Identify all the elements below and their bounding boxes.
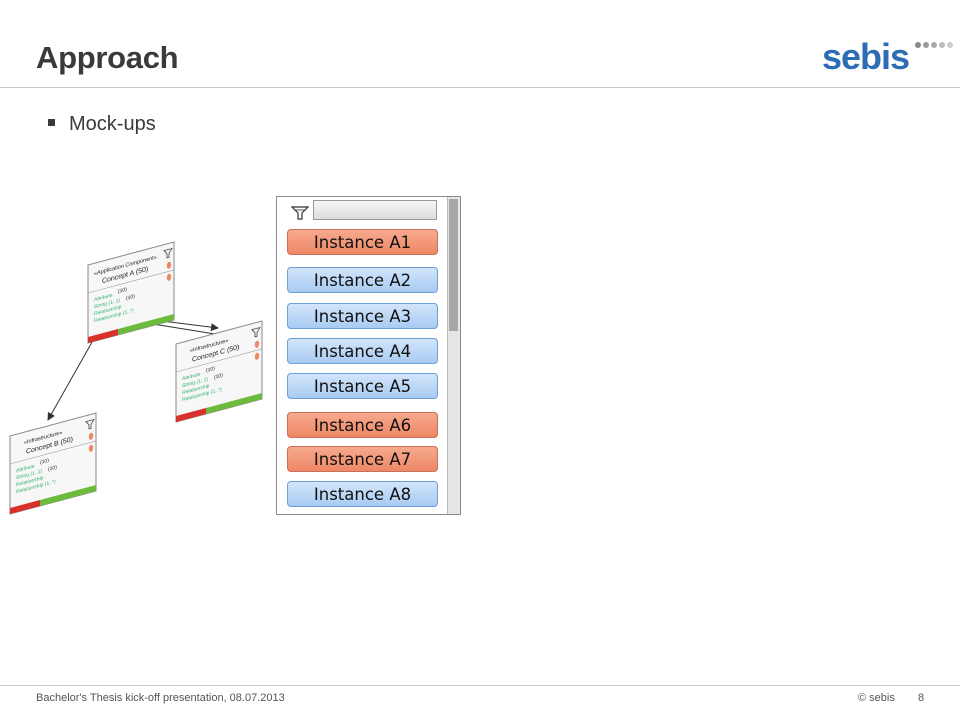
concept-attr: Attribute [16, 463, 35, 474]
concept-attr-count: (10) [48, 464, 57, 472]
sebis-logo: sebis [822, 36, 953, 78]
bullet-item: Mock-ups [48, 113, 156, 136]
logo-dots-icon [915, 42, 953, 48]
instance-item-a7[interactable]: Instance A7 [287, 446, 438, 472]
panel-scrollbar[interactable] [447, 197, 460, 514]
footer-presentation: Bachelor's Thesis kick-off presentation,… [36, 692, 285, 704]
instance-item-a8[interactable]: Instance A8 [287, 481, 438, 507]
concept-warning-icon [88, 444, 94, 452]
concept-card-c[interactable]: «Infrastructure» Concept C (50) Attribut… [175, 320, 263, 423]
instance-item-a5[interactable]: Instance A5 [287, 373, 438, 399]
concept-filter-icon[interactable] [85, 418, 95, 430]
concept-attr-count: (10) [40, 458, 49, 466]
instance-item-a4[interactable]: Instance A4 [287, 338, 438, 364]
concept-warning-icon [166, 273, 172, 281]
instance-item-a1[interactable]: Instance A1 [287, 229, 438, 255]
concept-attr-count: (10) [214, 372, 223, 380]
instance-list-panel: Instance A1 Instance A2 Instance A3 Inst… [276, 196, 461, 515]
concept-warning-icon [88, 432, 94, 440]
scrollbar-thumb[interactable] [449, 199, 458, 331]
concept-diagram: «Application Component» Concept A (50) A… [9, 241, 263, 515]
instance-item-a6[interactable]: Instance A6 [287, 412, 438, 438]
filter-input[interactable] [313, 200, 437, 220]
concept-warning-icon [254, 352, 260, 360]
instance-item-a2[interactable]: Instance A2 [287, 267, 438, 293]
concept-attr-count: (10) [126, 293, 135, 301]
concept-filter-icon[interactable] [251, 326, 261, 338]
connector-a-b [47, 327, 101, 421]
footer-divider [0, 685, 960, 686]
logo-text: sebis [822, 36, 910, 77]
concept-attr-count: (10) [206, 366, 215, 374]
filter-icon[interactable] [291, 205, 309, 221]
concept-card-a[interactable]: «Application Component» Concept A (50) A… [87, 241, 175, 344]
footer-copyright: © sebis [858, 692, 895, 704]
concept-warning-icon [166, 261, 172, 269]
concept-warning-icon [254, 340, 260, 348]
concept-attr: Attribute [182, 371, 201, 382]
concept-attr: Attribute [94, 292, 113, 303]
instance-item-a3[interactable]: Instance A3 [287, 303, 438, 329]
bullet-text: Mock-ups [69, 113, 156, 135]
concept-filter-icon[interactable] [163, 247, 173, 259]
concept-card-b[interactable]: «Infrastructure» Concept B (50) Attribut… [9, 412, 97, 515]
slide-title: Approach [36, 40, 179, 75]
concept-attr-count: (10) [118, 287, 127, 295]
bullet-square-icon [48, 119, 55, 127]
page-number: 8 [918, 692, 925, 704]
title-divider [0, 87, 960, 88]
